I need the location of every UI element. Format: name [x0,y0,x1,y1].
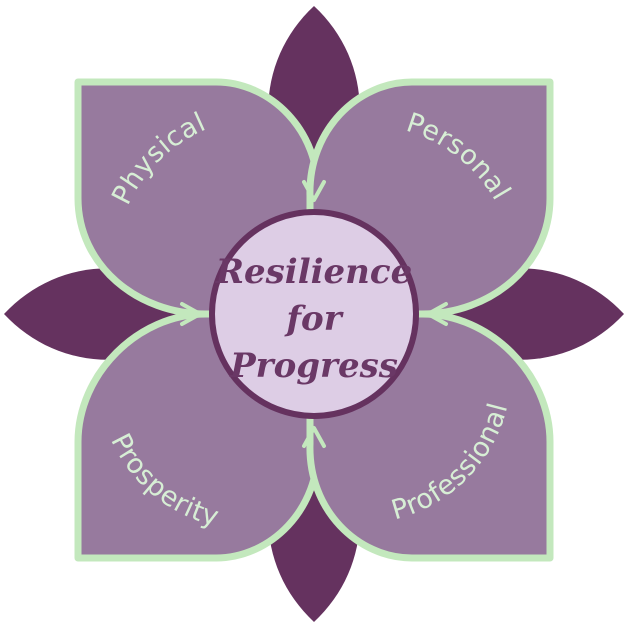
arrow-top-icon [302,180,326,202]
center-line-1: Resilience [215,252,412,292]
arrow-right-icon [426,302,448,326]
center-title: Resilience for Progress [215,252,412,386]
center-line-3: Progress [229,346,398,386]
arrow-bottom-icon [302,426,326,448]
arrows [180,180,448,448]
center-line-2: for [284,299,343,339]
center-circle [209,209,419,419]
arrow-left-icon [180,302,202,326]
